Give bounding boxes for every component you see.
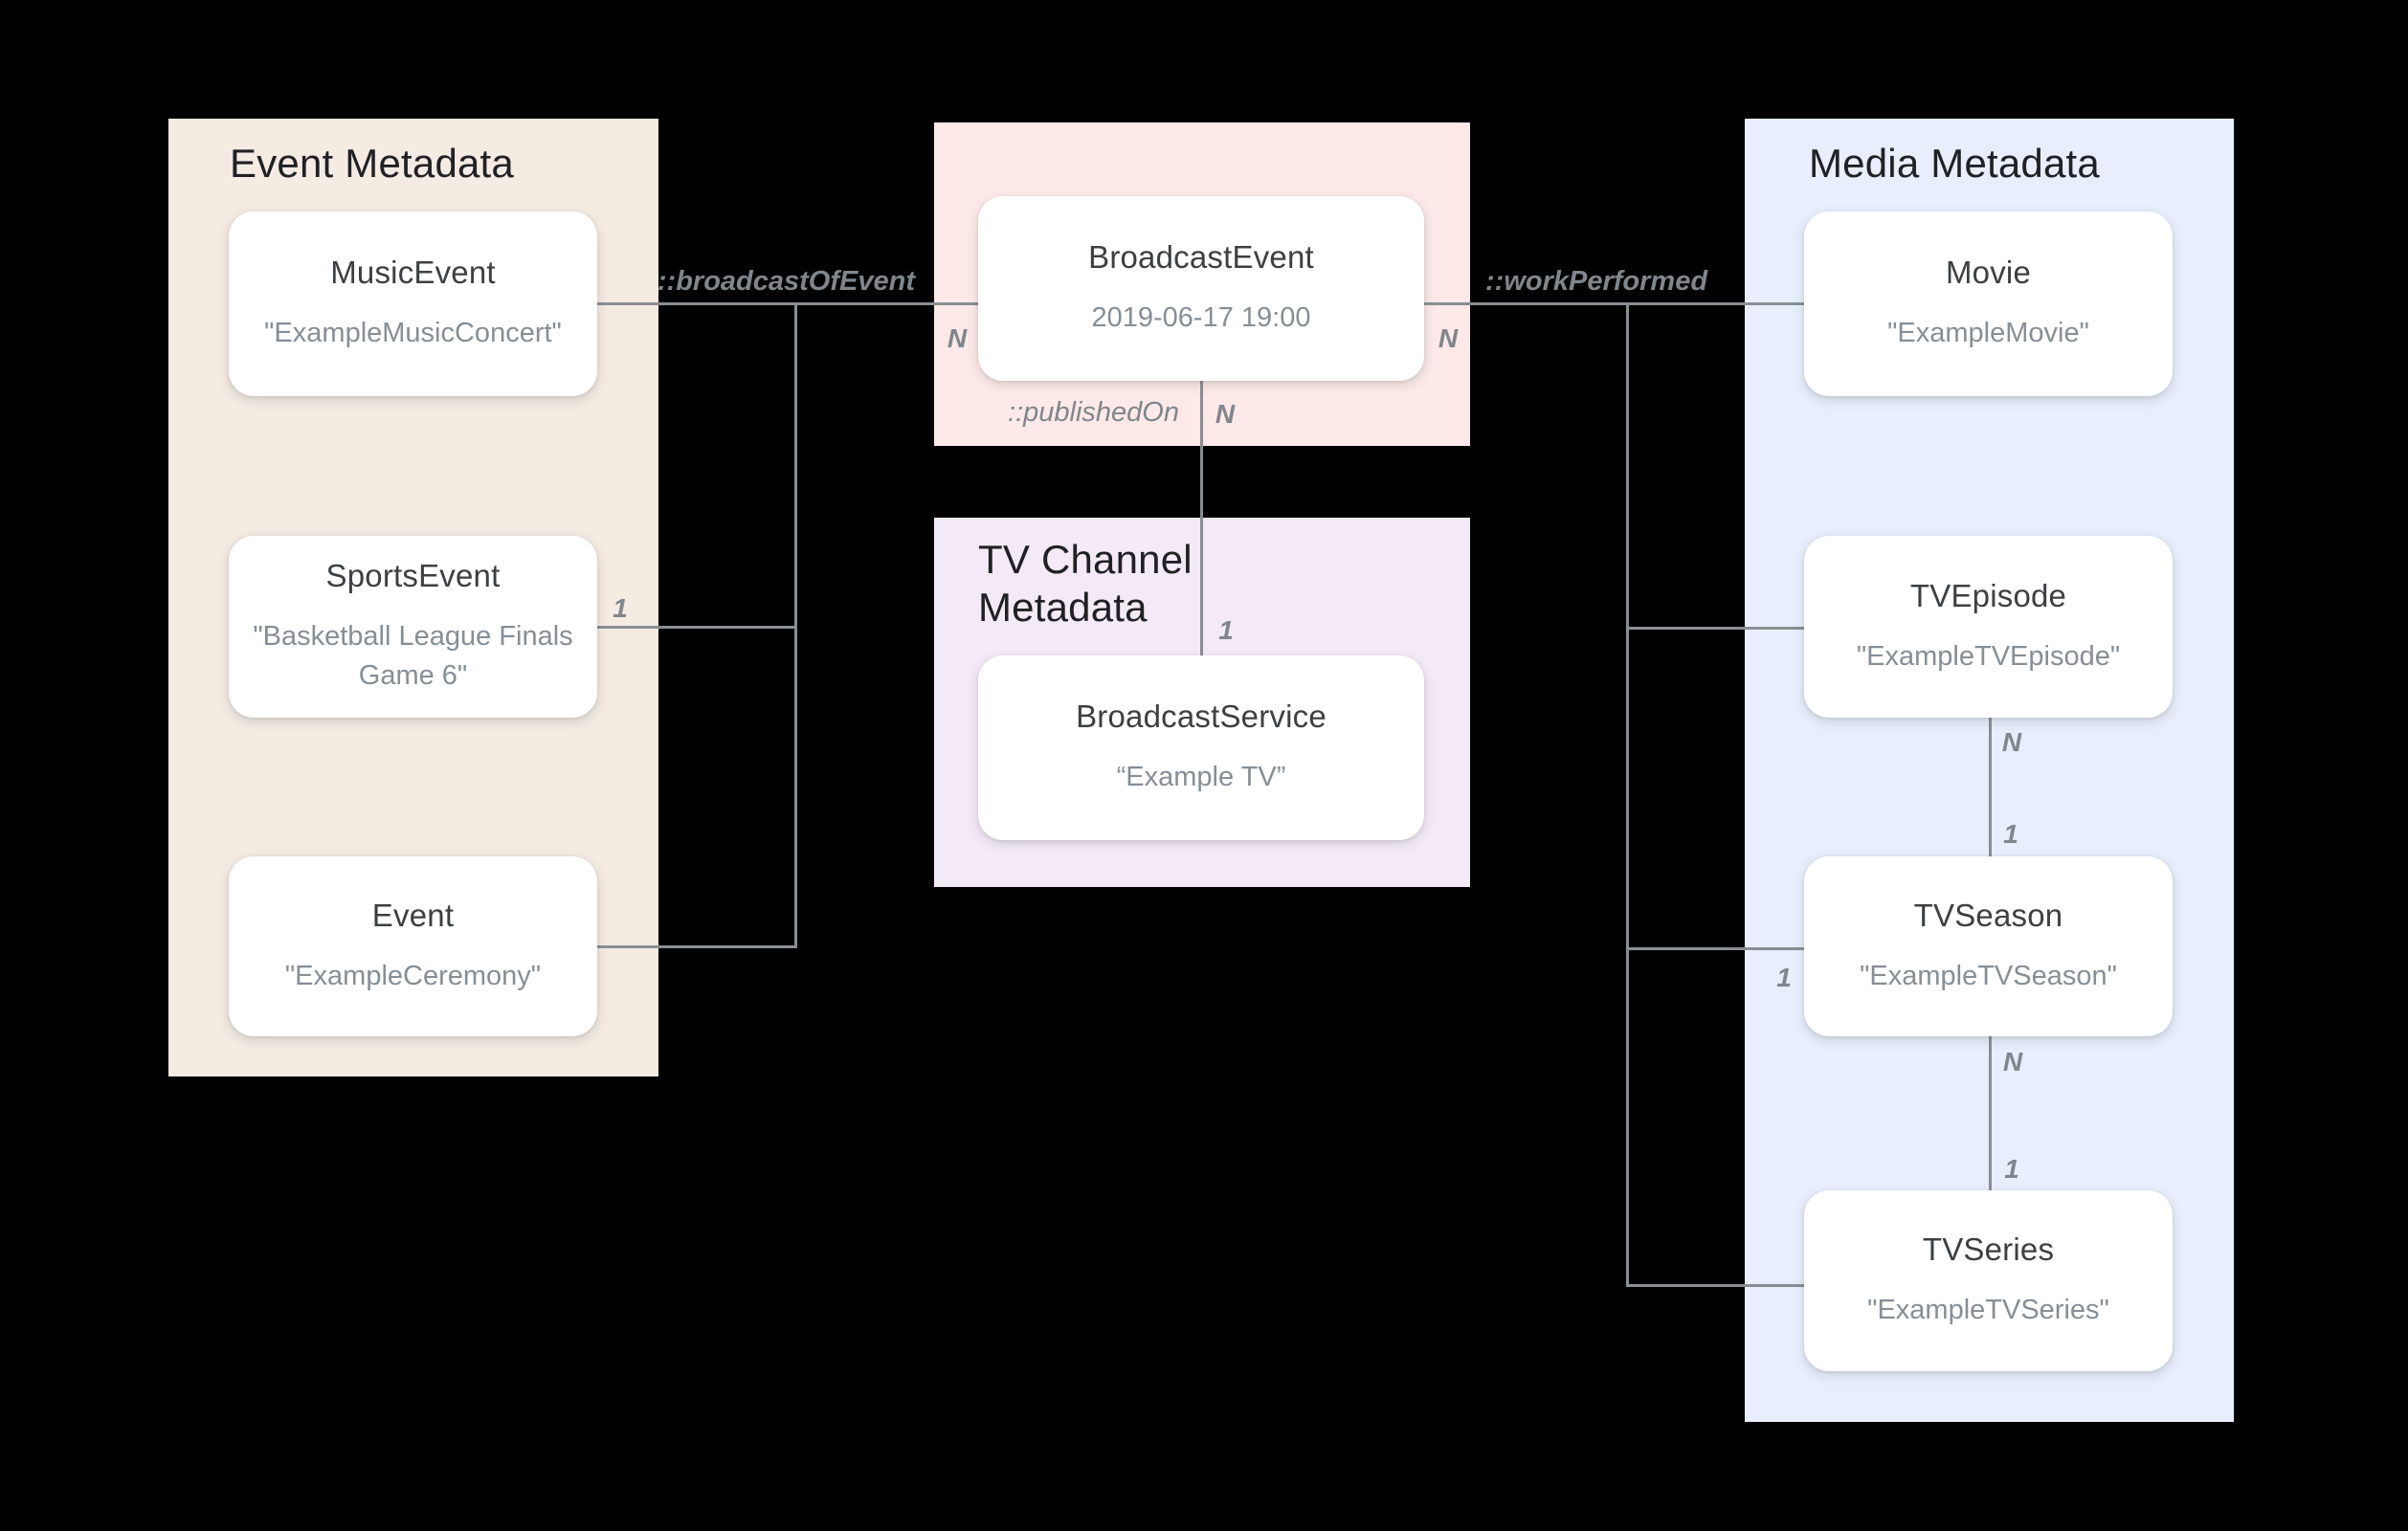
cardinality-season-series-1: 1	[2004, 1154, 2019, 1184]
node-broadcast-event: BroadcastEvent 2019-06-17 19:00	[978, 196, 1424, 381]
relation-label-broadcast-of-event: ::broadcastOfEvent	[657, 266, 915, 297]
node-value: "ExampleMusicConcert"	[264, 318, 562, 349]
node-value: "ExampleTVEpisode"	[1856, 640, 2121, 672]
connector-left-trunk	[794, 302, 797, 948]
node-value: "ExampleCeremony"	[284, 960, 542, 991]
node-sports-event: SportsEvent "Basketball League Finals Ga…	[229, 536, 597, 718]
node-value: "ExampleTVSeries"	[1867, 1295, 2109, 1326]
node-music-event: MusicEvent "ExampleMusicConcert"	[229, 211, 597, 396]
cardinality-published-on-1: 1	[1218, 615, 1234, 645]
node-movie: Movie "ExampleMovie"	[1804, 211, 2173, 396]
connector-sportsevent-branch	[597, 626, 794, 629]
node-title: Movie	[1945, 255, 2032, 291]
connector-tvseason-branch	[1626, 947, 1804, 950]
node-tv-series: TVSeries "ExampleTVSeries"	[1804, 1190, 2173, 1371]
connector-broadcastevent-movie	[1424, 302, 1804, 305]
media-metadata-heading: Media Metadata	[1809, 141, 2100, 186]
cardinality-published-on-n: N	[1215, 399, 1236, 429]
connector-event-branch	[597, 945, 794, 948]
node-broadcast-service: BroadcastService “Example TV”	[978, 655, 1424, 840]
cardinality-broadcast-left-n: N	[947, 323, 968, 353]
node-value: "Basketball League Finals Game 6"	[253, 621, 573, 691]
cardinality-broadcast-right-n: N	[1438, 323, 1459, 353]
connector-tvepisode-tvseason	[1989, 718, 1992, 856]
connector-tvseason-tvseries	[1989, 1036, 1992, 1190]
connector-tvseries-branch	[1626, 1284, 1804, 1287]
relation-label-published-on: ::publishedOn	[1008, 397, 1179, 428]
cardinality-episode-season-n: N	[2001, 727, 2022, 757]
node-title: Event	[371, 897, 455, 933]
tv-channel-metadata-heading: TV Channel Metadata	[978, 537, 1193, 631]
event-metadata-heading: Event Metadata	[230, 141, 514, 186]
cardinality-tv-season-left-1: 1	[1776, 963, 1792, 992]
node-title: MusicEvent	[330, 255, 496, 291]
connector-right-trunk	[1626, 302, 1629, 1286]
relation-label-work-performed: ::workPerformed	[1485, 266, 1708, 297]
node-value: "ExampleTVSeason"	[1860, 960, 2117, 991]
node-title: BroadcastService	[1076, 699, 1327, 735]
node-event: Event "ExampleCeremony"	[229, 856, 597, 1036]
node-value: “Example TV”	[1116, 762, 1286, 793]
node-tv-season: TVSeason "ExampleTVSeason"	[1804, 856, 2173, 1036]
connector-tvepisode-branch	[1626, 627, 1804, 630]
node-value: 2019-06-17 19:00	[1091, 302, 1311, 334]
cardinality-sports-event-1: 1	[613, 593, 628, 623]
node-title: TVEpisode	[1909, 577, 2067, 613]
cardinality-episode-season-1: 1	[2003, 819, 2018, 849]
connector-broadcastevent-broadcastservice	[1200, 381, 1203, 655]
cardinality-season-series-n: N	[2002, 1047, 2023, 1076]
node-title: TVSeason	[1913, 897, 2063, 933]
node-title: BroadcastEvent	[1088, 239, 1314, 276]
node-title: SportsEvent	[325, 558, 501, 594]
node-tv-episode: TVEpisode "ExampleTVEpisode"	[1804, 536, 2173, 718]
node-title: TVSeries	[1922, 1231, 2055, 1268]
connector-musicevent-broadcastevent	[597, 302, 978, 305]
node-value: "ExampleMovie"	[1887, 318, 2089, 349]
